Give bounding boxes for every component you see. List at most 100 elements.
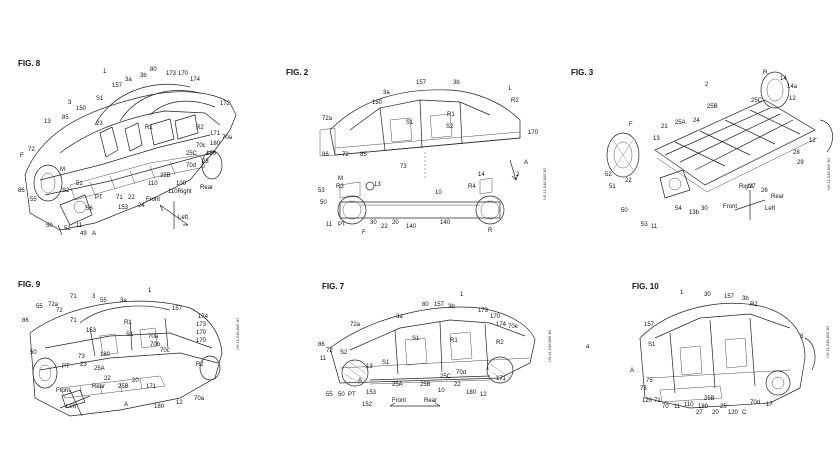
patent-side-text: US 11,548,805 B2: [826, 157, 831, 190]
ref-label: 30: [701, 206, 708, 212]
ref-label: 54: [675, 206, 682, 212]
ref-label: 30: [704, 292, 711, 298]
ref-label: 180: [698, 404, 709, 410]
figure-10: FIG. 10 1 30 157 3b R2 3 157 S1 A 75 73 …: [600, 278, 840, 438]
ref-label: S2: [62, 188, 70, 194]
patent-side-text: US 11,548,805 B2: [825, 325, 830, 358]
ref-label: 13: [366, 364, 373, 370]
ref-label: 13: [653, 136, 660, 142]
ref-label: 29: [797, 160, 804, 166]
ref-label: F: [20, 153, 24, 159]
ref-label: 73: [78, 354, 85, 360]
ref-label: 21: [661, 124, 668, 130]
figure-7: FIG. 7 80 157 3b 1 3a 173 170 174 72a S1…: [300, 278, 570, 438]
ref-label: 70: [662, 404, 669, 410]
car-body-open-drawing: [639, 303, 816, 409]
ref-label: 51: [76, 181, 83, 187]
ref-label: 171: [210, 131, 221, 137]
ref-label: S1: [648, 342, 656, 348]
patent-side-text: US 11,548,805 B2: [235, 317, 240, 350]
ref-label: 110: [684, 402, 694, 408]
ref-label: 157: [644, 322, 655, 328]
ref-label: 25: [720, 404, 727, 410]
ref-label: 157: [416, 80, 427, 86]
ref-label: 71: [70, 294, 77, 300]
ref-label: 22: [381, 224, 388, 230]
ref-label: 173: [196, 322, 207, 328]
figure-title: FIG. 7: [322, 282, 345, 291]
ref-label: 25C: [751, 98, 763, 104]
ref-label: 51: [609, 184, 616, 190]
ref-label: 50: [621, 208, 628, 214]
ref-label: 25A: [94, 366, 105, 372]
ref-label: 150: [76, 106, 87, 112]
ref-label: 3a: [120, 298, 127, 304]
ref-label: 1: [148, 288, 152, 294]
direction-label: Left: [765, 206, 776, 212]
ref-label: PT: [348, 392, 356, 398]
ref-label: 86: [318, 342, 325, 348]
ref-label: R2: [496, 340, 504, 346]
ref-label: S1: [126, 332, 134, 338]
ref-label: 13b: [689, 210, 700, 216]
ref-label: 157: [112, 83, 123, 89]
ref-label: F: [629, 122, 633, 128]
ref-label: 72a: [322, 116, 333, 122]
ref-label: 14a: [787, 84, 798, 90]
car-side-drawing: [319, 89, 521, 225]
chassis-frame-drawing: [606, 71, 833, 220]
ref-label: 13: [374, 182, 381, 188]
ref-label: 20: [392, 220, 399, 226]
ref-label: 12: [480, 392, 487, 398]
separator-mark: a: [586, 344, 590, 350]
ref-label: 1: [103, 69, 107, 75]
figure-9: FIG. 9 71 3 55 3a 1 157 174 55 72a 72 17…: [0, 278, 260, 438]
ref-label: 172: [220, 101, 231, 107]
ref-label: 72: [326, 348, 333, 354]
ref-label: 3b: [742, 296, 749, 302]
ref-label: 71: [116, 195, 123, 201]
car-body-perspective-drawing: [29, 300, 223, 417]
ref-label: 25A: [675, 120, 686, 126]
ref-label: 73: [400, 164, 407, 170]
ref-label: 70d: [186, 163, 197, 169]
ref-label: 157: [434, 302, 445, 308]
ref-label: S2: [340, 350, 348, 356]
ref-label: A: [524, 160, 529, 166]
ref-label: PT: [95, 195, 103, 201]
ref-label: A: [630, 368, 635, 374]
ref-label: 70c: [196, 143, 206, 149]
ref-label: 153: [118, 205, 129, 211]
ref-label: 152: [362, 402, 373, 408]
figure-2: FIG. 2 157 3b 1 150 3a R2 72a S1 R1 S2 1…: [280, 60, 550, 240]
ref-label: 80: [150, 67, 157, 73]
ref-label: 120: [728, 410, 739, 416]
ref-label: 11: [326, 222, 333, 228]
ref-label: 140: [440, 220, 451, 226]
ref-label: PT: [62, 364, 70, 370]
ref-label: 28: [793, 150, 800, 156]
ref-label: 73: [640, 386, 647, 392]
ref-label: 55: [36, 304, 43, 310]
ref-label: 157: [724, 294, 735, 300]
ref-label: 180: [210, 141, 221, 147]
ref-label: R1: [145, 125, 153, 131]
ref-label: M: [338, 176, 343, 182]
ref-label: 72: [342, 152, 349, 158]
direction-label: Front: [146, 197, 161, 203]
ref-label: 22: [625, 178, 632, 184]
ref-label: 10: [438, 388, 445, 394]
ref-label: R1: [447, 112, 455, 118]
ref-label: 11: [674, 404, 681, 410]
ref-label: 56: [86, 206, 93, 212]
ref-label: 1: [680, 290, 684, 296]
ref-label: R2: [196, 362, 204, 368]
direction-label: Left: [66, 404, 77, 410]
ref-label: 70d: [750, 400, 761, 406]
ref-label: 70d: [456, 370, 467, 376]
ref-label: S1: [96, 96, 104, 102]
ref-label: 50: [338, 392, 345, 398]
ref-label: 174: [496, 322, 507, 328]
ref-label: 85: [62, 115, 69, 121]
ref-label: 26: [761, 188, 768, 194]
